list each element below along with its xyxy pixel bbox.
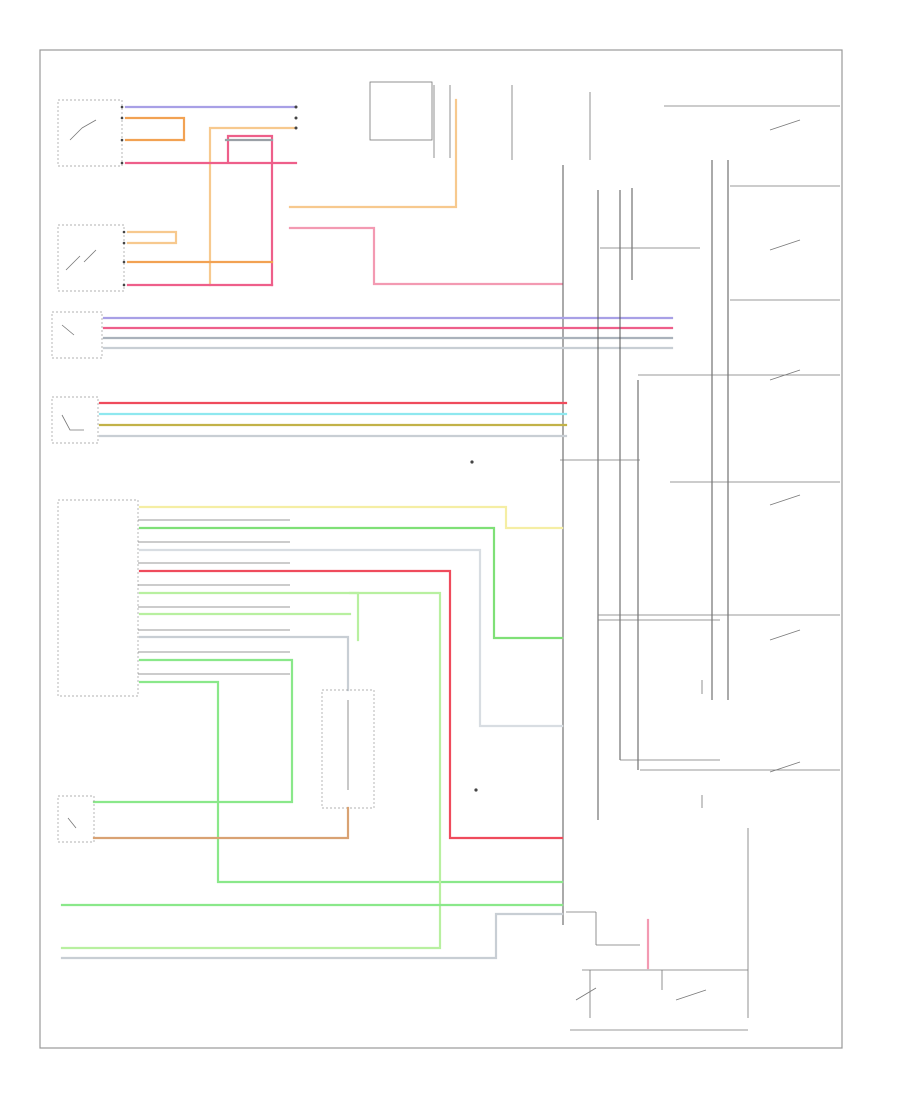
junction-block xyxy=(470,460,478,792)
wire-pink-3 xyxy=(288,226,564,286)
connector-labels-top xyxy=(369,81,591,160)
rear-sensor xyxy=(57,795,350,843)
wire-orange xyxy=(124,116,186,142)
wire-green-2 xyxy=(92,658,294,804)
wire-yellow xyxy=(138,505,564,530)
relay-box xyxy=(321,689,375,809)
control-module xyxy=(57,499,564,950)
sensor-1-wires xyxy=(124,105,298,287)
right-switch-2 xyxy=(730,239,840,301)
wire-lightgreen xyxy=(138,591,360,642)
wire-gray-5 xyxy=(60,912,564,960)
wire-peach xyxy=(208,126,298,287)
right-switch-3 xyxy=(638,369,840,381)
wire-white xyxy=(138,548,564,728)
front-center-sensor-1 xyxy=(57,99,124,167)
wire-brown xyxy=(92,806,350,840)
wire-pink xyxy=(124,134,298,287)
bottom-module xyxy=(566,828,749,1031)
right-switch-5 xyxy=(598,614,840,641)
front-center-sensor-2 xyxy=(57,224,126,292)
right-switch-1 xyxy=(664,105,840,187)
wire-peach-3 xyxy=(288,98,458,209)
wire-green xyxy=(138,526,564,640)
four-wire-harness xyxy=(51,311,674,359)
right-switch-6 xyxy=(640,761,840,773)
wire-peach-2 xyxy=(126,230,178,245)
window-module xyxy=(51,396,568,444)
diagram-frame xyxy=(39,49,843,1049)
wire-green-3 xyxy=(138,680,564,884)
sensor-2-wires xyxy=(126,98,564,287)
wire-lightgreen-3 xyxy=(60,591,442,950)
right-side-bus xyxy=(560,160,729,820)
wire-gray-4 xyxy=(138,635,350,692)
right-switch-4 xyxy=(670,481,840,506)
wire-red-2 xyxy=(138,569,564,840)
